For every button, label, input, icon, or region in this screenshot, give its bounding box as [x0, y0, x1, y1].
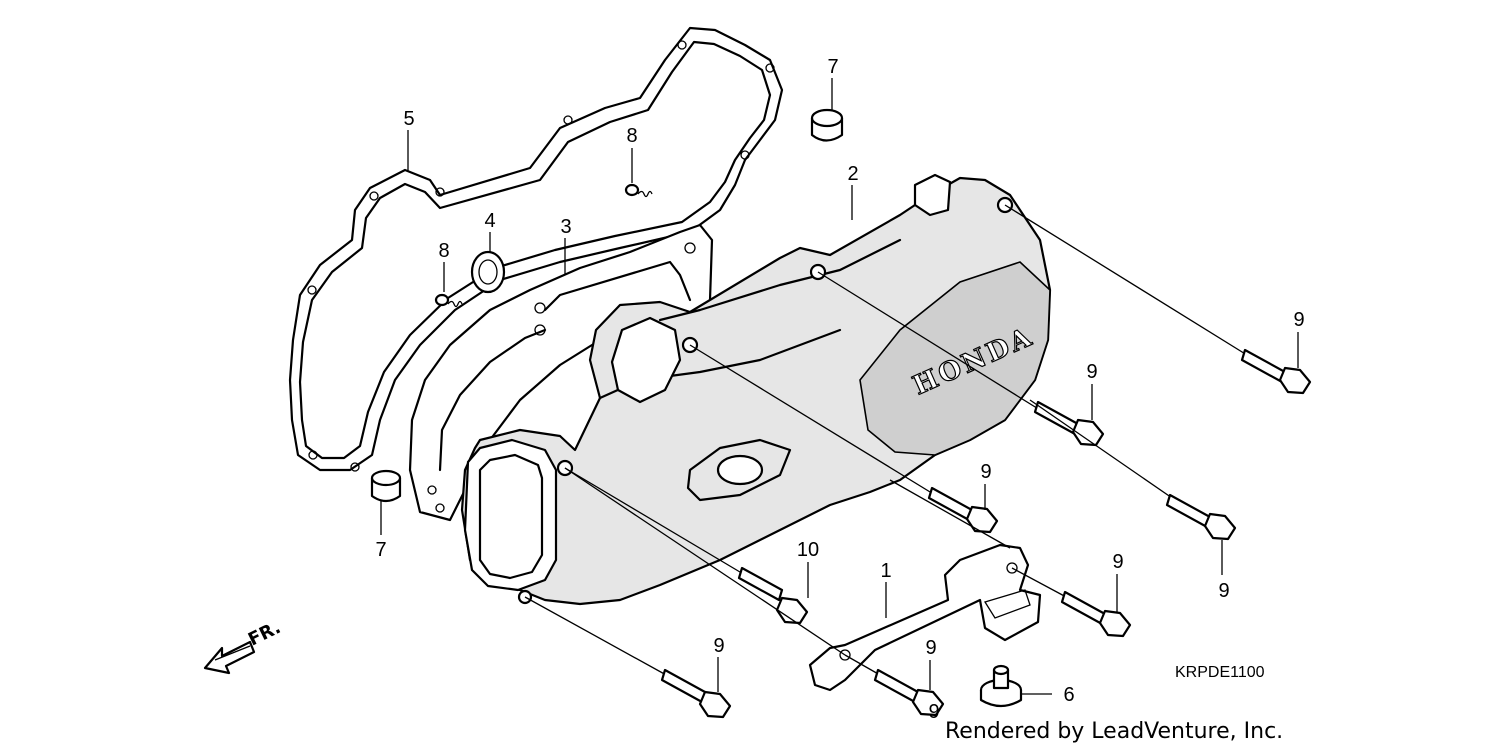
callout-9-g: 9 [925, 637, 936, 659]
credit-text: Rendered by LeadVenture, Inc. [945, 719, 1283, 744]
grommet-part-8-left [434, 293, 463, 308]
bolt-9-a [1004, 204, 1312, 395]
diagram-code: KRPDE1100 [1175, 664, 1265, 681]
bolt-9-g [524, 596, 732, 719]
callout-9-e: 9 [1112, 551, 1123, 573]
bolt-10 [564, 467, 809, 625]
grommet-part-8-top [624, 183, 653, 198]
dowel-part-7-bottom [370, 469, 402, 503]
callout-9-c: 9 [980, 461, 991, 483]
bolt-9-d [689, 344, 999, 534]
front-label: FR. [245, 617, 284, 650]
callout-9-f: 9 [713, 635, 724, 657]
front-arrow: FR. [203, 617, 284, 675]
callout-7-top: 7 [827, 56, 838, 78]
callout-2: 2 [847, 163, 858, 185]
callout-10: 10 [797, 539, 819, 561]
leader-bracket [889, 479, 1011, 549]
callout-7-bottom: 7 [375, 539, 386, 561]
callout-3: 3 [560, 216, 571, 238]
bolt-9-f [564, 467, 945, 717]
callout-4: 4 [484, 210, 495, 232]
bolt-9-c [1029, 399, 1237, 541]
callout-leaders [380, 78, 1299, 695]
callout-labels: 1 2 3 4 5 6 7 7 8 8 9 9 9 9 9 9 9 9 10 [375, 56, 1304, 723]
callout-9-h: 9 [928, 701, 939, 723]
gasket-part-5 [288, 26, 784, 472]
callout-6: 6 [1063, 684, 1074, 706]
callout-9-a: 9 [1293, 309, 1304, 331]
callout-8-top: 8 [626, 125, 637, 147]
bolt-9-e [1011, 567, 1132, 638]
bracket-part-1 [808, 543, 1042, 692]
grommet-part-6 [979, 664, 1023, 708]
callout-1: 1 [880, 560, 891, 582]
callout-5: 5 [403, 108, 414, 130]
callout-9-b: 9 [1086, 361, 1097, 383]
callout-9-d: 9 [1218, 580, 1229, 602]
callout-8-left: 8 [438, 240, 449, 262]
seal-part-4 [470, 250, 506, 294]
dowel-part-7-top [810, 108, 844, 142]
